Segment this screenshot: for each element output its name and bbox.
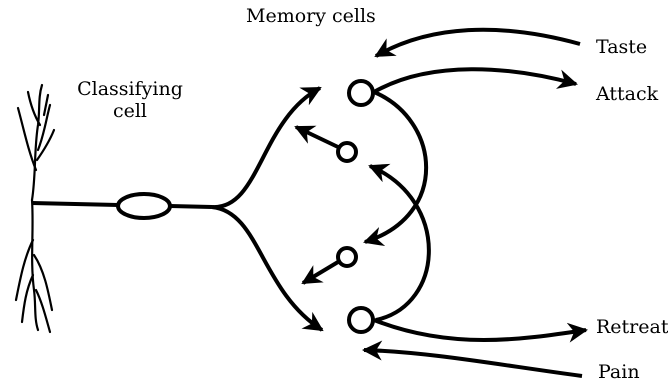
- memory-cell-lower-small: [338, 248, 356, 266]
- classifying-cell-body: [118, 194, 170, 218]
- taste-label: Taste: [596, 38, 647, 57]
- classifying-cell-label-line1: Classifying: [60, 80, 200, 99]
- memory-cell-bottom: [349, 308, 373, 332]
- pain-label: Pain: [598, 363, 640, 382]
- retreat-label: Retreat: [596, 318, 668, 337]
- memory-cell-upper-small: [338, 143, 356, 161]
- classifying-cell-label-line2: cell: [60, 102, 200, 121]
- memory-cells-label: Memory cells: [246, 7, 376, 26]
- axon-path: [32, 88, 322, 330]
- memory-cell-top: [349, 81, 373, 105]
- attack-label: Attack: [596, 85, 658, 104]
- connection-arrows: [296, 30, 586, 376]
- dendrite-tree: [16, 85, 54, 332]
